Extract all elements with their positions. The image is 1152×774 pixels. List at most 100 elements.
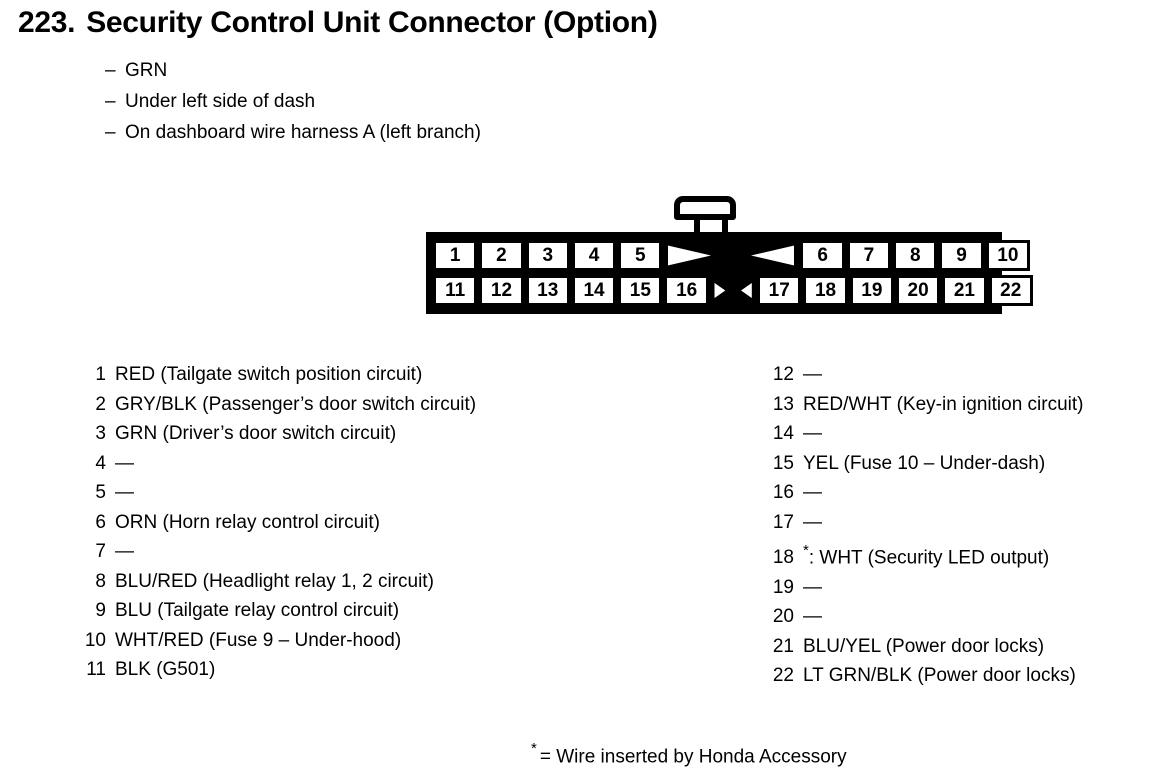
pin-row: 7— xyxy=(78,537,476,567)
pin-number: 17 xyxy=(772,511,794,533)
pin-row: 17 — xyxy=(766,508,1083,538)
spec-item: –GRN xyxy=(105,55,481,86)
spec-item-label: GRN xyxy=(125,60,168,81)
pin-description: RED/WHT (Key-in ignition circuit) xyxy=(803,393,1084,415)
pin-number: 18 xyxy=(772,547,794,569)
pin-description: RED (Tailgate switch position circuit) xyxy=(115,364,423,385)
pin-row: 2 GRY/BLK (Passenger’s door switch circui… xyxy=(78,390,476,420)
pin-description: — xyxy=(803,576,822,598)
connector-pin-cell: 2 xyxy=(479,240,524,271)
pin-number: 16 xyxy=(772,482,794,503)
page-title-text: Security Control Unit Connector (Option) xyxy=(86,6,658,39)
pin-number: 12 xyxy=(772,364,794,385)
page-title-number: 223. xyxy=(18,6,76,39)
pin-number: 5 xyxy=(95,482,106,503)
connector-pin-cell: 1 xyxy=(433,240,478,271)
connector-pin-cell: 22 xyxy=(988,275,1033,306)
pin-list-right: 12 — 13 RED/WHT (Key-in ignition circuit) 14… xyxy=(766,360,1084,691)
connector-pin-cell: 7 xyxy=(846,240,892,271)
connector-pin-cell: 16 xyxy=(664,275,709,306)
pin-description: BLU (Tailgate relay control circuit) xyxy=(115,600,400,621)
connector-pin-cell: 17 xyxy=(757,275,802,306)
pin-description: GRY/BLK (Passenger’s door switch circuit… xyxy=(115,393,477,415)
spec-item-label: On dashboard wire harness A (left branch… xyxy=(125,122,481,143)
connector-pin-cell: 12 xyxy=(479,275,524,306)
pin-row: 19 — xyxy=(766,573,1083,603)
page-title: 223. Security Control Unit Connector (Opt… xyxy=(18,6,658,40)
pin-description: — xyxy=(803,364,822,385)
pin-row: 10 WHT/RED (Fuse 9 – Under-hood) xyxy=(78,626,476,656)
pin-row: 20— xyxy=(766,602,1083,632)
pin-description: — xyxy=(803,511,822,533)
spec-list: –GRN–Under left side of dash–On dashboar… xyxy=(105,55,481,148)
pin-description: WHT/RED (Fuse 9 – Under-hood) xyxy=(115,629,402,651)
spec-dash-icon: – xyxy=(105,91,116,112)
pin-description: YEL (Fuse 10 – Under-dash) xyxy=(803,452,1046,474)
connector-pin-cell: 4 xyxy=(571,240,617,271)
connector-pin-cell: 10 xyxy=(985,240,1030,271)
connector-pin-cell: 18 xyxy=(803,275,848,306)
connector-pin-cell: 11 xyxy=(433,275,478,306)
pin-row: 5— xyxy=(78,478,476,508)
pin-description: — xyxy=(803,423,822,444)
footnote-text: = Wire inserted by Honda Accessory xyxy=(539,746,847,768)
spec-dash-icon: – xyxy=(105,122,116,143)
spec-item: –Under left side of dash xyxy=(105,86,481,117)
pin-number: 3 xyxy=(95,423,106,444)
footnote-asterisk-icon: * xyxy=(531,740,537,757)
connector-pin-cell: 21 xyxy=(942,275,987,306)
pin-number: 15 xyxy=(772,452,794,474)
pin-row: 14 — xyxy=(766,419,1083,449)
pin-description: BLU/YEL (Power door locks) xyxy=(803,635,1045,657)
connector-pin-cell: 14 xyxy=(571,275,617,306)
pin-row: 22 LT GRN/BLK (Power door locks) xyxy=(766,661,1083,691)
latch-top-icon xyxy=(674,196,736,220)
spec-item-label: Under left side of dash xyxy=(125,91,316,112)
pin-asterisk-icon: * xyxy=(803,542,809,559)
pin-row: 16 — xyxy=(766,478,1083,508)
pin-number: 10 xyxy=(84,629,106,651)
connector-pin-cell: 6 xyxy=(800,240,845,271)
pin-description: ORN (Horn relay control circuit) xyxy=(115,511,380,533)
connector-pin-cell: 13 xyxy=(525,275,570,306)
connector-pin-cell: 5 xyxy=(618,240,663,271)
pin-row: 15 YEL (Fuse 10 – Under-dash) xyxy=(766,449,1083,479)
pin-number: 14 xyxy=(772,423,794,444)
pin-description: *: WHT (Security LED output) xyxy=(803,542,1050,569)
connector-pin-cell: 9 xyxy=(939,240,984,271)
pin-description: — xyxy=(115,541,134,562)
pin-number: 6 xyxy=(95,511,106,533)
pin-number: 2 xyxy=(95,393,106,415)
pin-number: 19 xyxy=(772,576,794,598)
connector-latch-tab xyxy=(674,196,752,234)
spec-item: –On dashboard wire harness A (left branc… xyxy=(105,117,481,148)
pin-row: 3 GRN (Driver’s door switch circuit) xyxy=(78,419,476,449)
pin-description: — xyxy=(803,606,822,628)
connector-blank-cell xyxy=(664,240,799,271)
pin-row: 12 — xyxy=(766,360,1083,390)
spec-dash-icon: – xyxy=(105,60,116,81)
pin-description: BLK (G501) xyxy=(115,659,216,680)
pin-number: 13 xyxy=(772,393,794,415)
pin-number: 22 xyxy=(772,665,794,687)
pin-row: 4— xyxy=(78,449,476,479)
pin-description: BLU/RED (Headlight relay 1, 2 circuit) xyxy=(115,570,434,592)
pin-description: GRN (Driver’s door switch circuit) xyxy=(115,423,397,444)
pin-row: 18 *: WHT (Security LED output) xyxy=(766,537,1083,573)
pin-description: — xyxy=(115,482,134,503)
connector-pin-cell: 20 xyxy=(895,275,941,306)
pin-number: 4 xyxy=(95,452,106,474)
pin-number: 8 xyxy=(95,570,106,592)
latch-neck-icon xyxy=(694,218,728,234)
connector-pin-cell: 3 xyxy=(525,240,570,271)
pin-description: — xyxy=(803,482,822,503)
pin-description: LT GRN/BLK (Power door locks) xyxy=(803,665,1076,687)
connector-pin-cell: 8 xyxy=(893,240,938,271)
connector-blank-cell xyxy=(710,275,756,306)
